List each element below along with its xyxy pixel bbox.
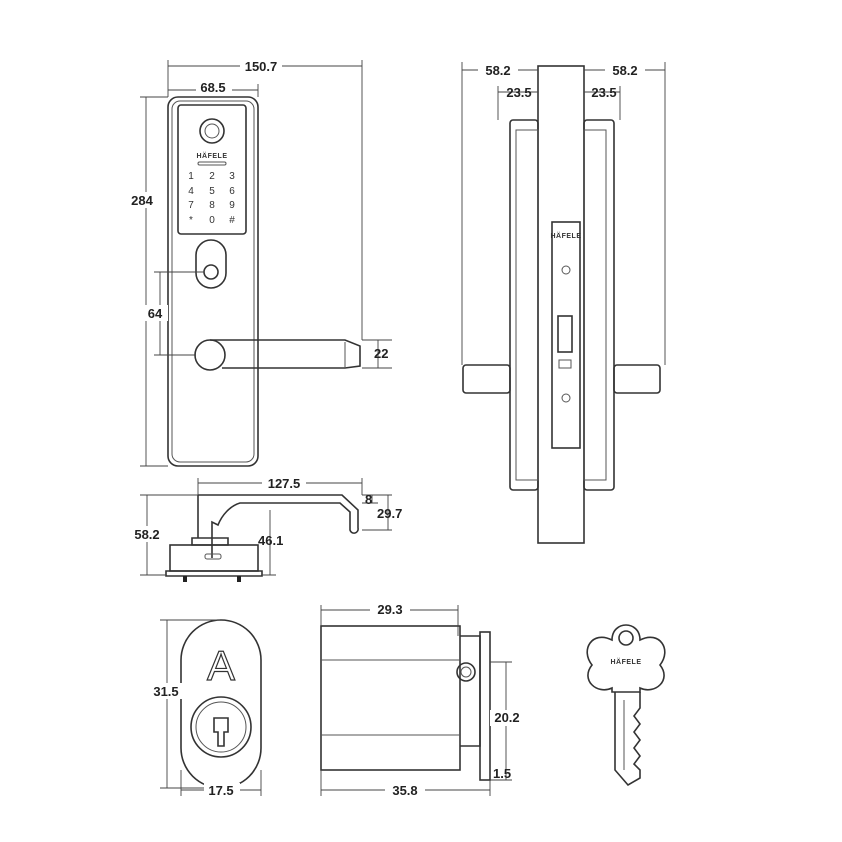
cylinder-front-view: A 31.5 17.5 — [150, 619, 262, 798]
key-cylinder — [195, 239, 227, 289]
keyhole-icon — [213, 717, 229, 747]
dim-lever-length: 127.5 — [268, 476, 301, 491]
dim-total-width: 150.7 — [245, 59, 278, 74]
usb-c-port-icon — [204, 553, 222, 560]
top-view: 127.5 58.2 8 29.7 46.1 — [131, 476, 402, 582]
key-6: 6 — [229, 186, 235, 197]
dim-cylinder-width: 17.5 — [208, 783, 233, 798]
cylinder-side-view: 29.3 35.8 20.2 1.5 — [320, 602, 524, 798]
key-2: 2 — [209, 171, 215, 182]
dim-total-length: 35.8 — [392, 783, 417, 798]
key-8: 8 — [209, 200, 215, 211]
dim-left-depth: 58.2 — [485, 63, 510, 78]
dim-lever-drop: 29.7 — [377, 506, 402, 521]
dim-height: 284 — [131, 193, 153, 208]
dim-right-plate: 23.5 — [591, 85, 616, 100]
dim-cylinder-to-lever: 64 — [148, 306, 163, 321]
dim-plate-width: 68.5 — [200, 80, 225, 95]
keypad: 1 2 3 4 5 6 7 8 9 * 0 # — [188, 171, 235, 226]
key-1: 1 — [188, 171, 194, 182]
dim-flange-height: 20.2 — [494, 710, 519, 725]
dim-flange-thickness: 1.5 — [493, 766, 511, 781]
side-brand-logo: HÄFELE — [551, 232, 582, 240]
brand-logo: HÄFELE — [197, 152, 228, 160]
key-3: 3 — [229, 171, 235, 182]
key-9: 9 — [229, 200, 235, 211]
dim-lever-end: 8 — [365, 492, 372, 507]
fingerprint-sensor-icon — [199, 118, 225, 144]
key-brand-logo: HÄFELE — [611, 658, 642, 666]
key-0: 0 — [209, 215, 215, 226]
key-star: * — [189, 215, 193, 226]
dim-right-depth: 58.2 — [612, 63, 637, 78]
dim-cylinder-height: 31.5 — [153, 684, 178, 699]
front-view: HÄFELE 1 2 3 4 5 6 7 8 9 * 0 # 150.7 68.… — [128, 58, 392, 467]
key-drawing: HÄFELE — [586, 624, 666, 787]
dim-base-to-lever: 46.1 — [258, 533, 283, 548]
key-hash: # — [229, 215, 235, 226]
key-5: 5 — [209, 186, 215, 197]
dim-top-height: 58.2 — [134, 527, 159, 542]
dim-lever-thickness: 22 — [374, 346, 388, 361]
dim-body-length: 29.3 — [377, 602, 402, 617]
cylinder-letter: A — [207, 642, 235, 689]
key-7: 7 — [188, 200, 194, 211]
dim-left-plate: 23.5 — [506, 85, 531, 100]
side-view: HÄFELE 58.2 58.2 23.5 23.5 — [461, 62, 666, 544]
key-4: 4 — [188, 186, 194, 197]
